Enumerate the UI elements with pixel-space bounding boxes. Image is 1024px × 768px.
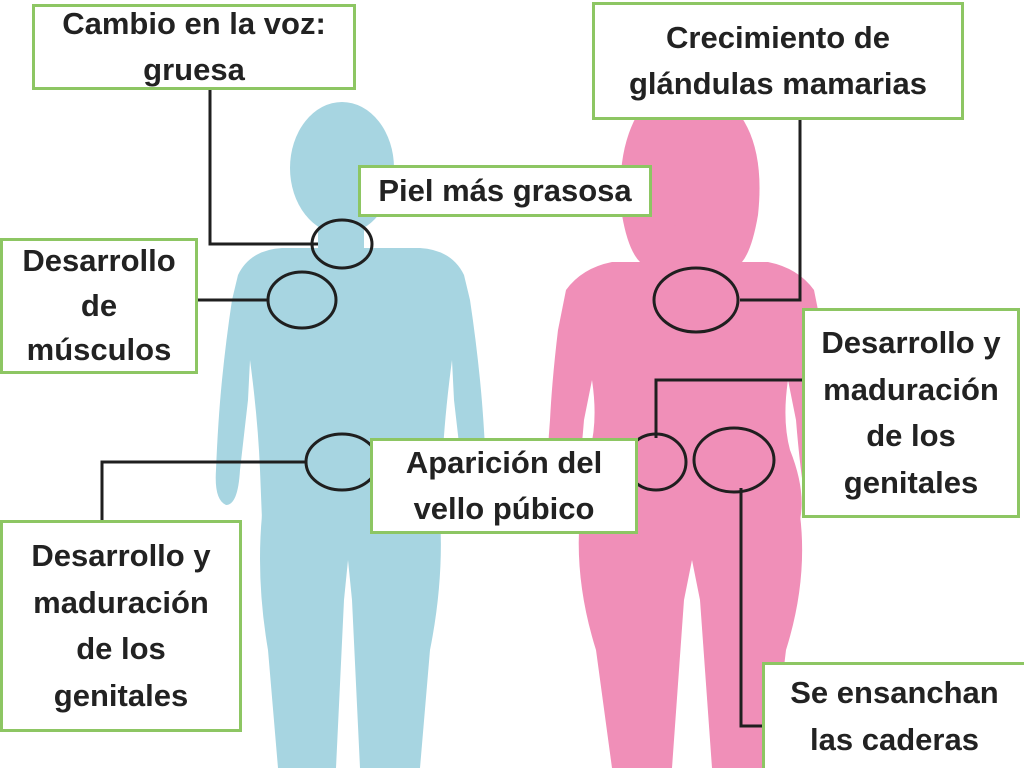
label-voice-change-text: Cambio en la voz: gruesa <box>62 5 326 88</box>
female-neck <box>668 225 712 270</box>
label-male-genitals: Desarrollo y maduración de los genitales <box>0 520 242 732</box>
label-female-genitals-text: Desarrollo y maduración de los genitales <box>821 325 1001 500</box>
label-breast-growth: Crecimiento de glándulas mamarias <box>592 2 964 120</box>
label-oily-skin-text: Piel más grasosa <box>378 172 632 208</box>
label-pubic-hair-text: Aparición del vello púbico <box>405 444 603 527</box>
connectors <box>100 88 802 728</box>
label-oily-skin: Piel más grasosa <box>358 165 652 217</box>
label-female-genitals: Desarrollo y maduración de los genitales <box>802 308 1020 518</box>
label-voice-change: Cambio en la voz: gruesa <box>32 4 356 90</box>
connector-pubic-hair <box>100 460 306 522</box>
connector-female-genitals <box>654 378 802 438</box>
circle-hips <box>692 426 776 494</box>
label-hips-widen-text: Se ensanchan las caderas <box>790 675 999 757</box>
connector-hips <box>739 488 762 728</box>
connector-voice <box>208 88 318 246</box>
label-hips-widen: Se ensanchan las caderas <box>762 662 1024 768</box>
label-muscle-development: Desarrollo de músculos <box>0 238 198 374</box>
label-male-genitals-text: Desarrollo y maduración de los genitales <box>31 538 211 713</box>
circle-breast <box>652 266 740 334</box>
connector-breast <box>740 120 802 302</box>
label-breast-growth-text: Crecimiento de glándulas mamarias <box>628 19 928 102</box>
circle-throat <box>310 218 374 270</box>
male-legs <box>260 515 441 768</box>
female-legs <box>578 515 803 768</box>
male-neck <box>318 215 364 255</box>
label-pubic-hair: Aparición del vello púbico <box>370 438 638 534</box>
label-muscle-development-text: Desarrollo de músculos <box>22 242 176 368</box>
female-hair <box>620 96 760 263</box>
circle-chest <box>266 270 338 330</box>
